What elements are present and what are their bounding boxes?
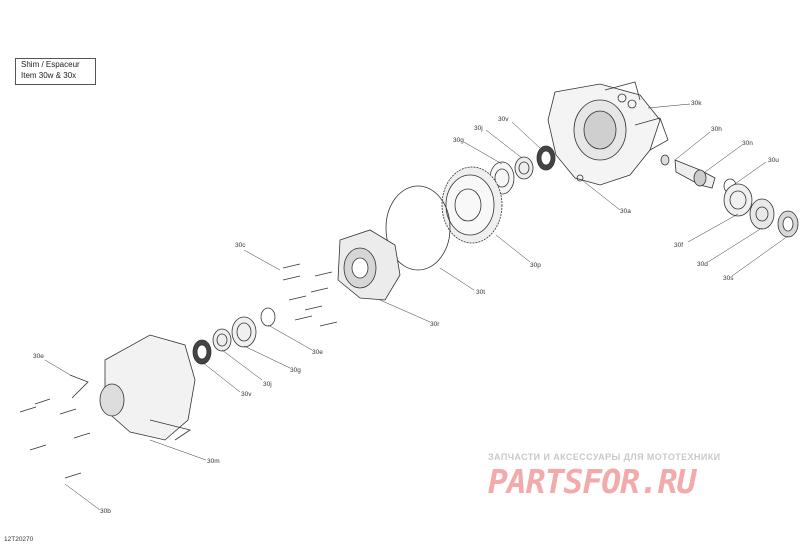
callout-30s: 30s bbox=[723, 275, 734, 282]
nut-30d bbox=[749, 198, 775, 230]
plug-30a bbox=[576, 174, 584, 182]
callout-30r: 30r bbox=[430, 321, 440, 328]
callout-30t: 30t bbox=[476, 289, 486, 296]
ring-gear bbox=[441, 166, 503, 244]
callout-30j-top: 30j bbox=[474, 125, 483, 132]
callout-30a: 30a bbox=[620, 208, 631, 215]
callout-30v-mid: 30v bbox=[241, 391, 252, 398]
callout-30n: 30n bbox=[742, 140, 753, 147]
callout-30m: 30m bbox=[207, 458, 220, 465]
bolts-30b bbox=[19, 398, 91, 479]
front-housing bbox=[99, 334, 196, 441]
callout-30b: 30b bbox=[100, 508, 111, 515]
legend-line-1: Shim / Espaceur bbox=[21, 60, 80, 69]
bolts-30c bbox=[282, 263, 338, 327]
callout-30g-top: 30g bbox=[453, 137, 464, 144]
bearing-30j-mid bbox=[212, 328, 232, 352]
drawing-code: 12T20270 bbox=[4, 536, 34, 543]
seal-30v-mid bbox=[192, 339, 212, 365]
bearing-30g-mid bbox=[231, 316, 257, 348]
callout-30h: 30h bbox=[711, 126, 722, 133]
callout-30e-mid: 30e bbox=[312, 349, 323, 356]
callout-30c: 30c bbox=[235, 242, 246, 249]
o-ring bbox=[385, 185, 451, 271]
pinion-shaft bbox=[660, 154, 716, 189]
leader-lines bbox=[44, 103, 789, 511]
callout-30d: 30d bbox=[697, 261, 708, 268]
callout-30j-mid: 30j bbox=[263, 381, 272, 388]
shim-legend: Shim / Espaceur Item 30w & 30x bbox=[15, 58, 96, 85]
watermark-logo: PARTSFOR.RU bbox=[488, 462, 697, 501]
differential-case bbox=[337, 229, 401, 301]
legend-line-2: Item 30w & 30x bbox=[21, 71, 77, 80]
callout-30u: 30u bbox=[768, 157, 779, 164]
callout-30k: 30k bbox=[691, 100, 702, 107]
seal-30s bbox=[777, 210, 799, 238]
vent-tube-30e bbox=[69, 374, 89, 399]
shim-30e-mid bbox=[260, 307, 276, 327]
rear-housing bbox=[547, 81, 669, 186]
callout-30p: 30p bbox=[530, 262, 541, 269]
seal-30v-top bbox=[536, 145, 556, 171]
watermark-tagline: ЗАПЧАСТИ И АКСЕССУАРЫ ДЛЯ МОТОТЕХНИКИ bbox=[488, 452, 721, 462]
bearing-30j-top bbox=[514, 156, 534, 180]
callout-30f: 30f bbox=[674, 242, 684, 249]
callout-30v-top: 30v bbox=[498, 116, 509, 123]
callout-30e-left: 30e bbox=[33, 353, 44, 360]
callout-30g-mid: 30g bbox=[290, 367, 301, 374]
bearing-30f bbox=[723, 183, 753, 217]
